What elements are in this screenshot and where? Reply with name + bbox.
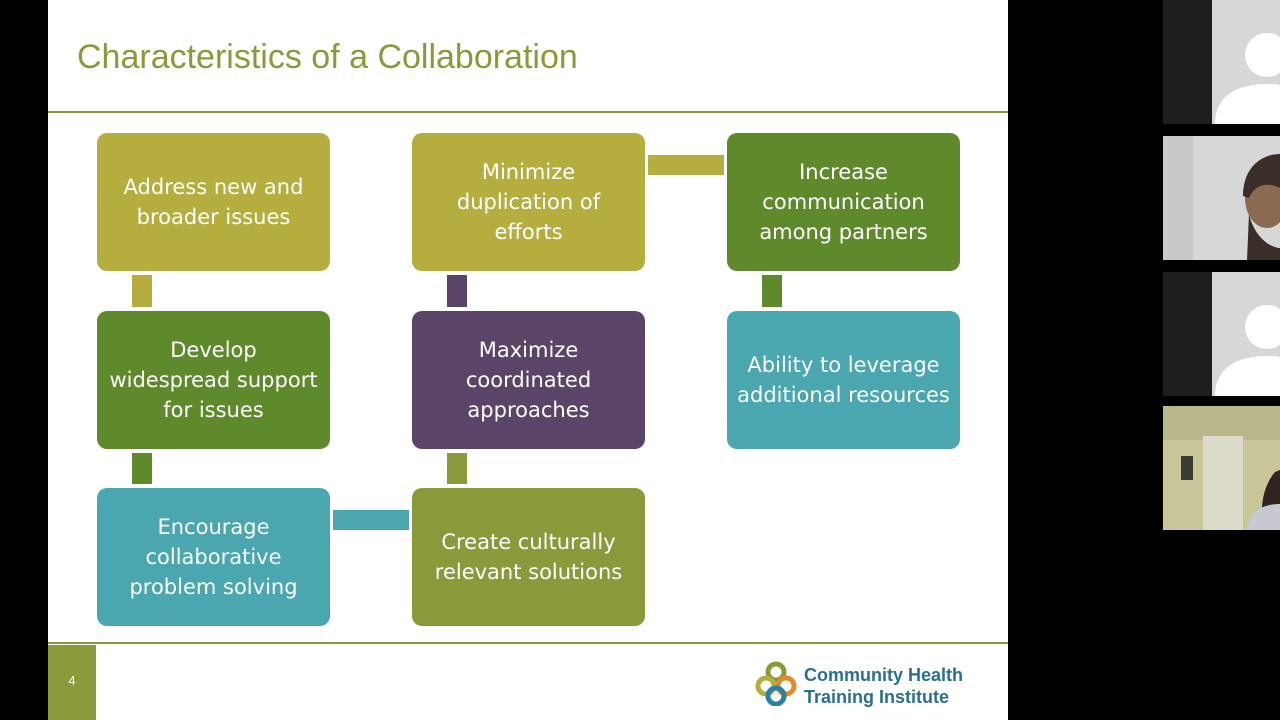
box-address-issues: Address new and broader issues [97, 133, 330, 271]
box-create-solutions-text: Create culturally relevant solutions [434, 530, 623, 584]
title-divider [48, 111, 1008, 113]
participant-tile-4[interactable] [1163, 406, 1280, 530]
logo-line-1: Community Health [804, 665, 964, 685]
participant-video [1163, 136, 1280, 260]
chti-logo: Community Health Training Institute [753, 660, 993, 710]
box-minimize-duplication: Minimize duplication of efforts [412, 133, 645, 271]
shared-slide: Characteristics of a Collaboration Addre… [48, 0, 1008, 720]
participant-video [1163, 406, 1280, 530]
box-create-solutions: Create culturally relevant solutions [412, 488, 645, 626]
box-leverage-resources: Ability to leverage additional resources [727, 311, 960, 449]
box-maximize-approaches: Maximize coordinated approaches [412, 311, 645, 449]
box-develop-support: Develop widespread support for issues [97, 311, 330, 449]
participant-tile-3[interactable] [1163, 272, 1280, 396]
box-increase-communication-text: Increase communication among partners [759, 160, 928, 244]
meeting-background [1008, 0, 1162, 720]
logo-line-2: Training Institute [804, 687, 950, 707]
box-encourage-problem-solving-text: Encourage collaborative problem solving [129, 515, 298, 599]
connector-minimize-increase [648, 155, 724, 175]
box-maximize-approaches-text: Maximize coordinated approaches [465, 338, 592, 422]
chti-logo-icon [755, 661, 797, 706]
box-address-issues-text: Address new and broader issues [123, 175, 304, 229]
page-number: 4 [68, 673, 76, 688]
connector-increase-leverage [762, 275, 782, 307]
connector-create-maximize [447, 453, 467, 484]
person-silhouette-icon [1215, 305, 1280, 396]
person-silhouette-icon [1215, 33, 1280, 124]
participant-tile-1[interactable] [1163, 0, 1280, 124]
connector-encourage-create [333, 510, 409, 530]
box-develop-support-text: Develop widespread support for issues [109, 338, 318, 422]
slide-title: Characteristics of a Collaboration [77, 38, 578, 76]
connector-maximize-minimize [447, 275, 467, 307]
page-number-bar [48, 645, 96, 720]
participant-tile-2[interactable] [1163, 136, 1280, 260]
box-minimize-duplication-text: Minimize duplication of efforts [456, 160, 601, 244]
connector-address-develop [132, 275, 152, 307]
connector-develop-encourage [132, 453, 152, 484]
box-encourage-problem-solving: Encourage collaborative problem solving [97, 488, 330, 626]
box-leverage-resources-text: Ability to leverage additional resources [737, 353, 950, 407]
footer-divider [48, 642, 1008, 644]
chti-logo-text: Community Health Training Institute [804, 664, 963, 708]
box-increase-communication: Increase communication among partners [727, 133, 960, 271]
